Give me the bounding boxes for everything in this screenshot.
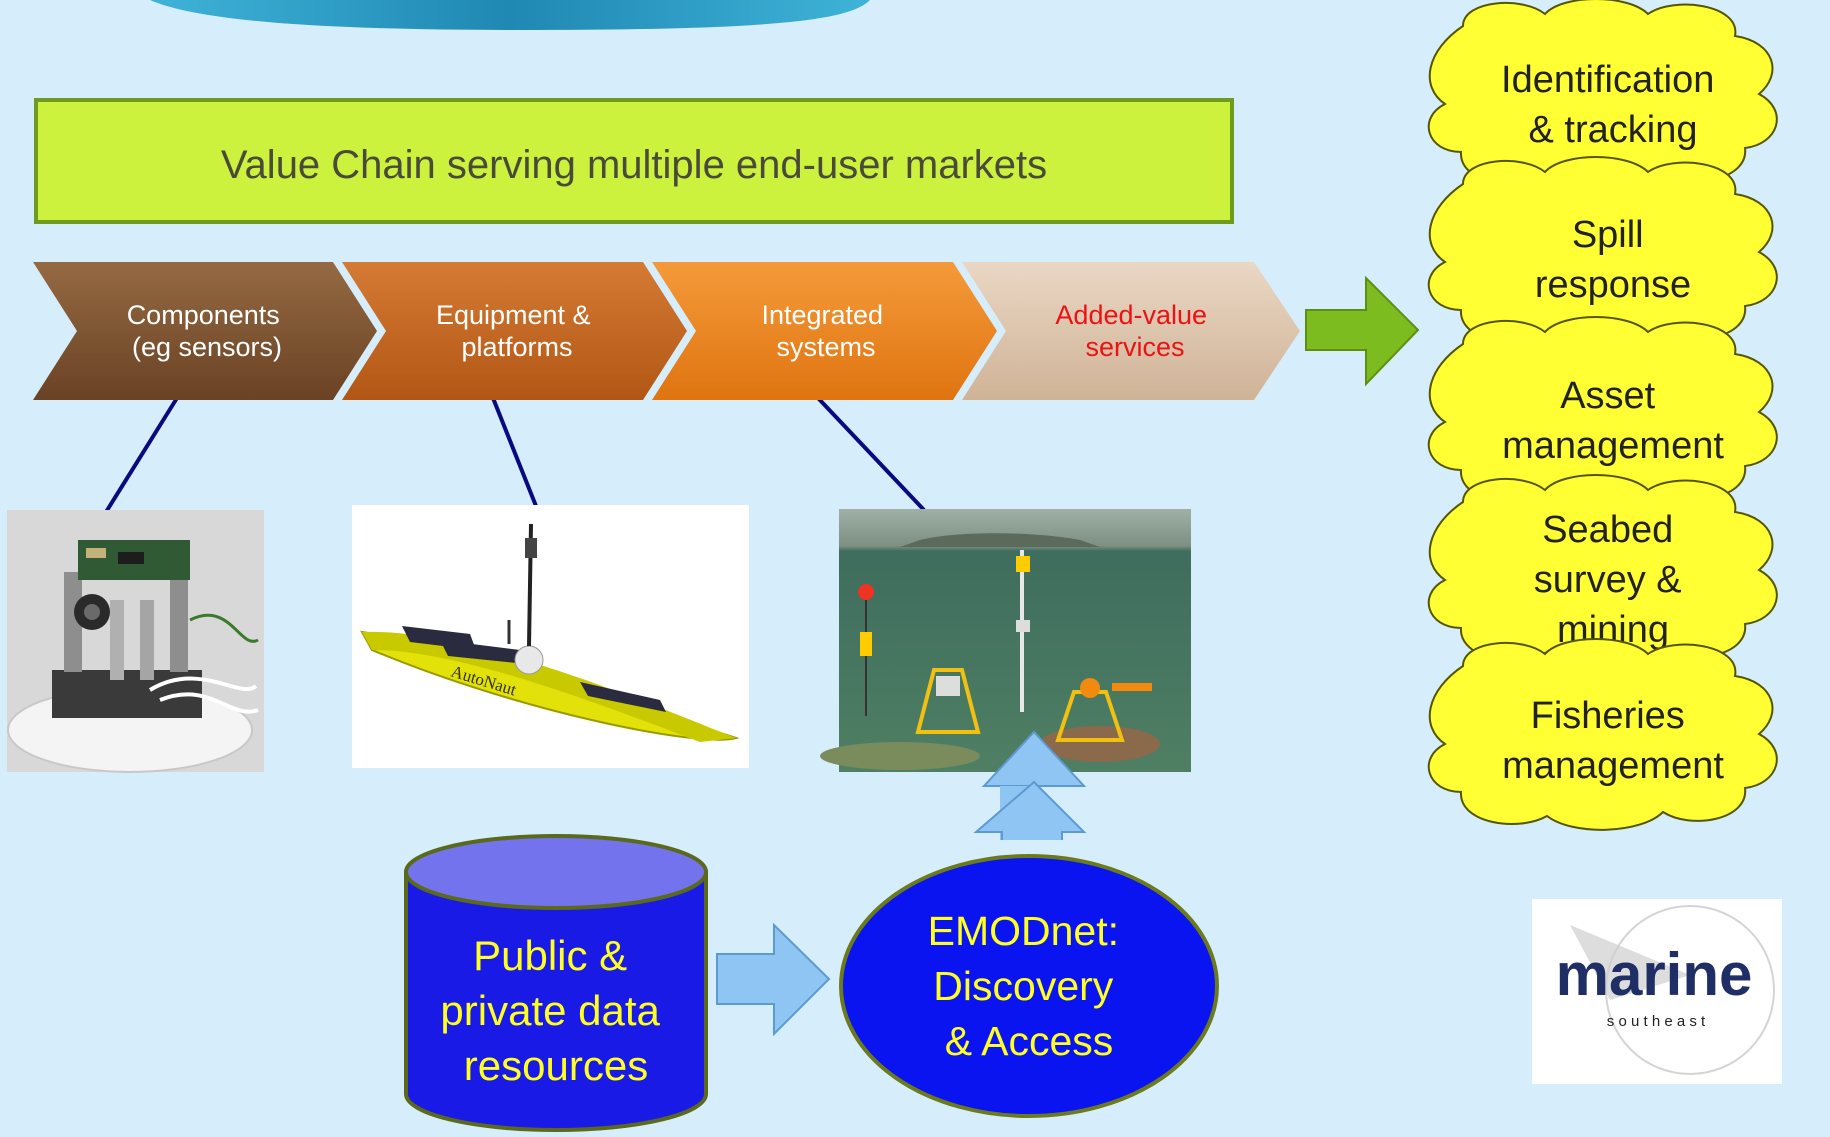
markets-arrow — [1305, 275, 1420, 387]
emodnet-ellipse: EMODnet: Discovery & Access — [839, 854, 1219, 1118]
logo-subtitle: s o u t h e a s t — [1607, 1013, 1706, 1030]
market-label-line: survey & — [1534, 559, 1682, 601]
market-cloud-asset-management: Asset management — [1427, 316, 1778, 509]
vessel-photo: AutoNaut — [352, 505, 749, 768]
svg-text:Public & private data: Public & private data resources — [440, 932, 671, 1089]
step-label-line1: Integrated — [761, 300, 883, 330]
seabed-photo — [820, 509, 1191, 772]
logo-word: marine — [1556, 941, 1753, 1008]
value-chain-step-equipment: Equipment & platforms — [342, 262, 687, 400]
step-label-line1: Added-value — [1055, 300, 1207, 330]
market-label-line: management — [1502, 425, 1724, 467]
data-to-emodnet-arrow — [716, 922, 831, 1037]
value-chain-step-components: Components (eg sensors) — [33, 262, 377, 400]
svg-text:Fisheries management: Fisheries management — [1502, 695, 1724, 787]
header-band — [150, 0, 870, 30]
step-label-line2: (eg sensors) — [132, 332, 282, 362]
value-chain-step-integrated: Integrated systems — [652, 262, 997, 400]
data-resources-line: private data — [440, 987, 660, 1034]
emodnet-line: EMODnet: — [928, 908, 1119, 954]
emodnet-line: Discovery — [933, 963, 1113, 1009]
market-label-line: Identification — [1501, 59, 1714, 101]
svg-text:Integrated systems: Integrated systems — [761, 300, 890, 362]
data-resources-line: resources — [464, 1042, 648, 1089]
data-resources-line: Public & — [473, 932, 627, 979]
svg-text:Components (eg sensors): Components (eg sensors) — [127, 300, 288, 362]
market-label-line: response — [1535, 264, 1691, 306]
market-label-line: management — [1502, 745, 1724, 787]
market-label-line: Asset — [1560, 375, 1655, 417]
diagram-title: Value Chain serving multiple end-user ma… — [221, 143, 1047, 187]
market-cloud-identification: Identification & tracking — [1427, 0, 1778, 191]
step-label-line1: Equipment & — [436, 300, 591, 330]
market-label-line: & tracking — [1529, 109, 1698, 151]
market-label-line: Seabed — [1542, 509, 1673, 551]
emodnet-line: & Access — [945, 1018, 1114, 1064]
step-label-line2: platforms — [461, 332, 572, 362]
marine-southeast-logo: marine s o u t h e a s t — [1532, 899, 1782, 1084]
svg-text:Identification & trackin: Identification & tracking — [1501, 59, 1725, 151]
step-label-line1: Components — [127, 300, 280, 330]
market-label-line: Fisheries — [1531, 695, 1685, 737]
market-cloud-fisheries: Fisheries management — [1427, 638, 1778, 831]
svg-text:Added-value services: Added-value services — [1055, 300, 1214, 362]
svg-text:Seabed survey & mi: Seabed survey & mining — [1534, 509, 1692, 651]
up-arrow-outline — [973, 780, 1087, 840]
step-label-line2: services — [1085, 332, 1184, 362]
connector-integrated — [816, 396, 926, 512]
connector-equipment — [491, 397, 538, 507]
step-label-line2: systems — [776, 332, 875, 362]
value-chain-step-added-value: Added-value services — [962, 262, 1300, 400]
title-box — [34, 98, 1234, 224]
market-cloud-spill-response: Spill response — [1427, 156, 1778, 349]
market-cloud-seabed-survey: Seabed survey & mining — [1427, 474, 1778, 667]
svg-text:EMODnet: Discovery: EMODnet: Discovery & Access — [928, 908, 1131, 1064]
sensor-photo — [7, 510, 264, 773]
svg-text:Equipment & platforms: Equipment & platforms — [436, 300, 598, 362]
svg-text:Spill response: Spill response — [1535, 214, 1691, 306]
data-resources-cylinder: Public & private data resources — [404, 834, 708, 1132]
market-label-line: Spill — [1572, 214, 1644, 256]
emodnet-up-arrow — [981, 730, 1087, 787]
svg-text:Asset management: Asset management — [1502, 375, 1724, 467]
connector-components — [104, 396, 179, 514]
